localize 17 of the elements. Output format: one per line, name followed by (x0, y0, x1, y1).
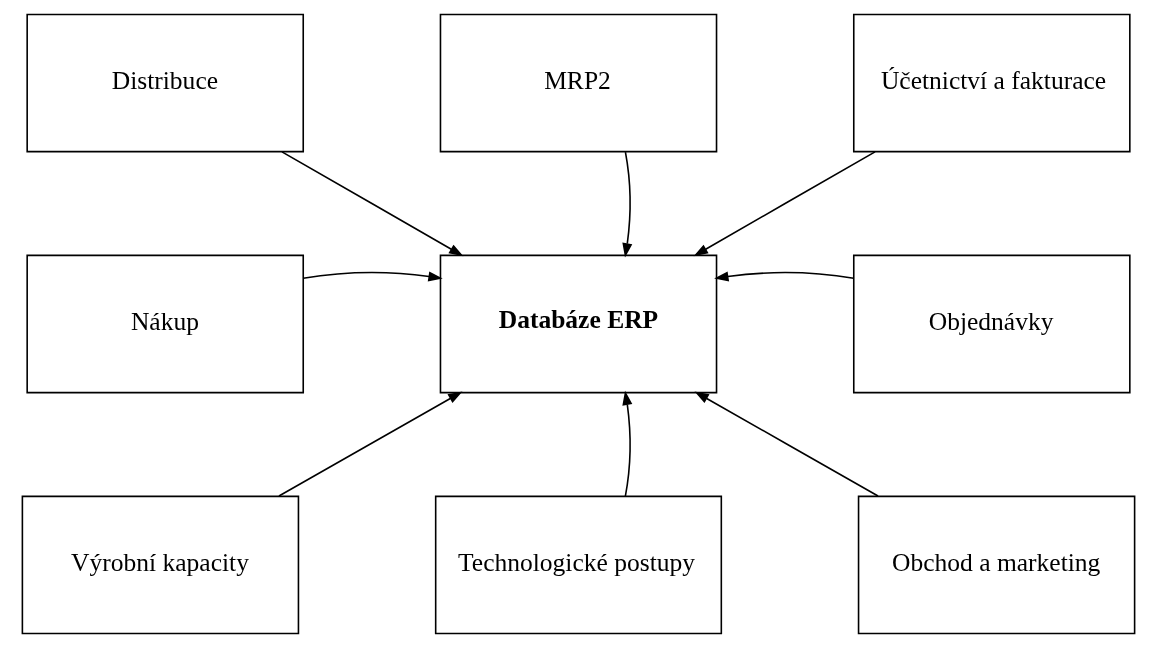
arrow (713, 271, 854, 282)
arrow (694, 391, 879, 497)
arrow (621, 390, 632, 497)
node-box: Databáze ERP (439, 254, 717, 394)
arrow (621, 151, 632, 258)
arrow (277, 391, 462, 497)
node-box: Technologické postupy (434, 495, 722, 635)
node-box: Obchod a marketing (857, 495, 1135, 635)
node-box: MRP2 (439, 13, 717, 153)
node-box: Účetnictví a fakturace (852, 13, 1131, 153)
node-box: Výrobní kapacity (21, 495, 299, 635)
arrow (280, 151, 463, 257)
arrow (301, 271, 443, 282)
node-box: Distribuce (25, 13, 304, 153)
node-box: Nákup (25, 254, 304, 394)
arrow (693, 151, 876, 257)
node-box: Objednávky (852, 254, 1131, 394)
